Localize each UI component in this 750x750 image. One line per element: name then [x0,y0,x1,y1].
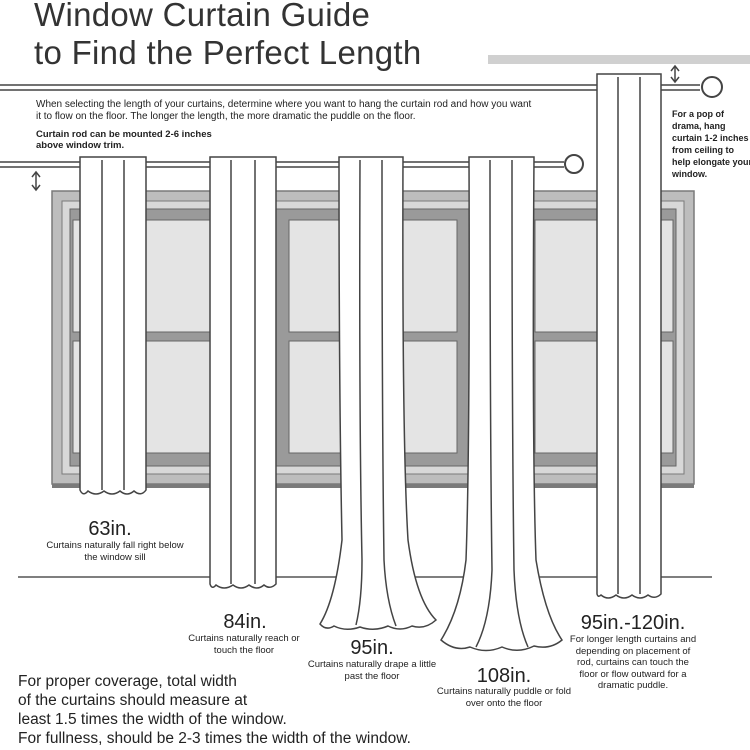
length-63-desc: Curtains naturally fall right below the … [46,540,184,563]
curtain-63in [79,156,147,495]
rod-mount-note: Curtain rod can be mounted 2-6 inches ab… [36,129,212,151]
page-title: Window Curtain Guide to Find the Perfect… [34,0,422,72]
length-63-label: 63in. [88,518,132,540]
length-84-label: 84in. [223,611,267,633]
footer-line-3: least 1.5 times the width of the window. [18,711,287,728]
length-95-label: 95in. [350,637,394,659]
ceiling-band [488,55,750,64]
footer-line-1: For proper coverage, total width [18,673,237,690]
length-108-label: 108in. [476,665,532,687]
length-95-desc: Curtains naturally drape a little past t… [307,659,437,682]
length-84-desc: Curtains naturally reach or touch the fl… [188,633,300,656]
curtain-95-120in [596,73,662,599]
title-line-2: to Find the Perfect Length [34,34,422,71]
curtain-84in [209,156,277,589]
length-108-desc: Curtains naturally puddle or fold over o… [436,686,572,709]
length-95-120-desc: For longer length curtains and depending… [569,634,697,691]
trim-gap-arrow [31,170,41,192]
footer-line-4: For fullness, should be 2-3 times the wi… [18,730,411,747]
ceiling-gap-arrow [670,64,680,84]
length-95-120-label: 95in.-120in. [580,612,686,634]
curtain-95in [319,156,438,630]
upper-curtain-rod [0,76,723,98]
title-line-1: Window Curtain Guide [34,0,371,33]
footer-line-2: of the curtains should measure at [18,692,248,709]
ceiling-drama-note: For a pop of drama, hang curtain 1-2 inc… [672,109,750,179]
width-guidance: For proper coverage, total width of the … [18,672,488,748]
curtain-108in [440,156,564,652]
intro-text: When selecting the length of your curtai… [36,99,532,122]
